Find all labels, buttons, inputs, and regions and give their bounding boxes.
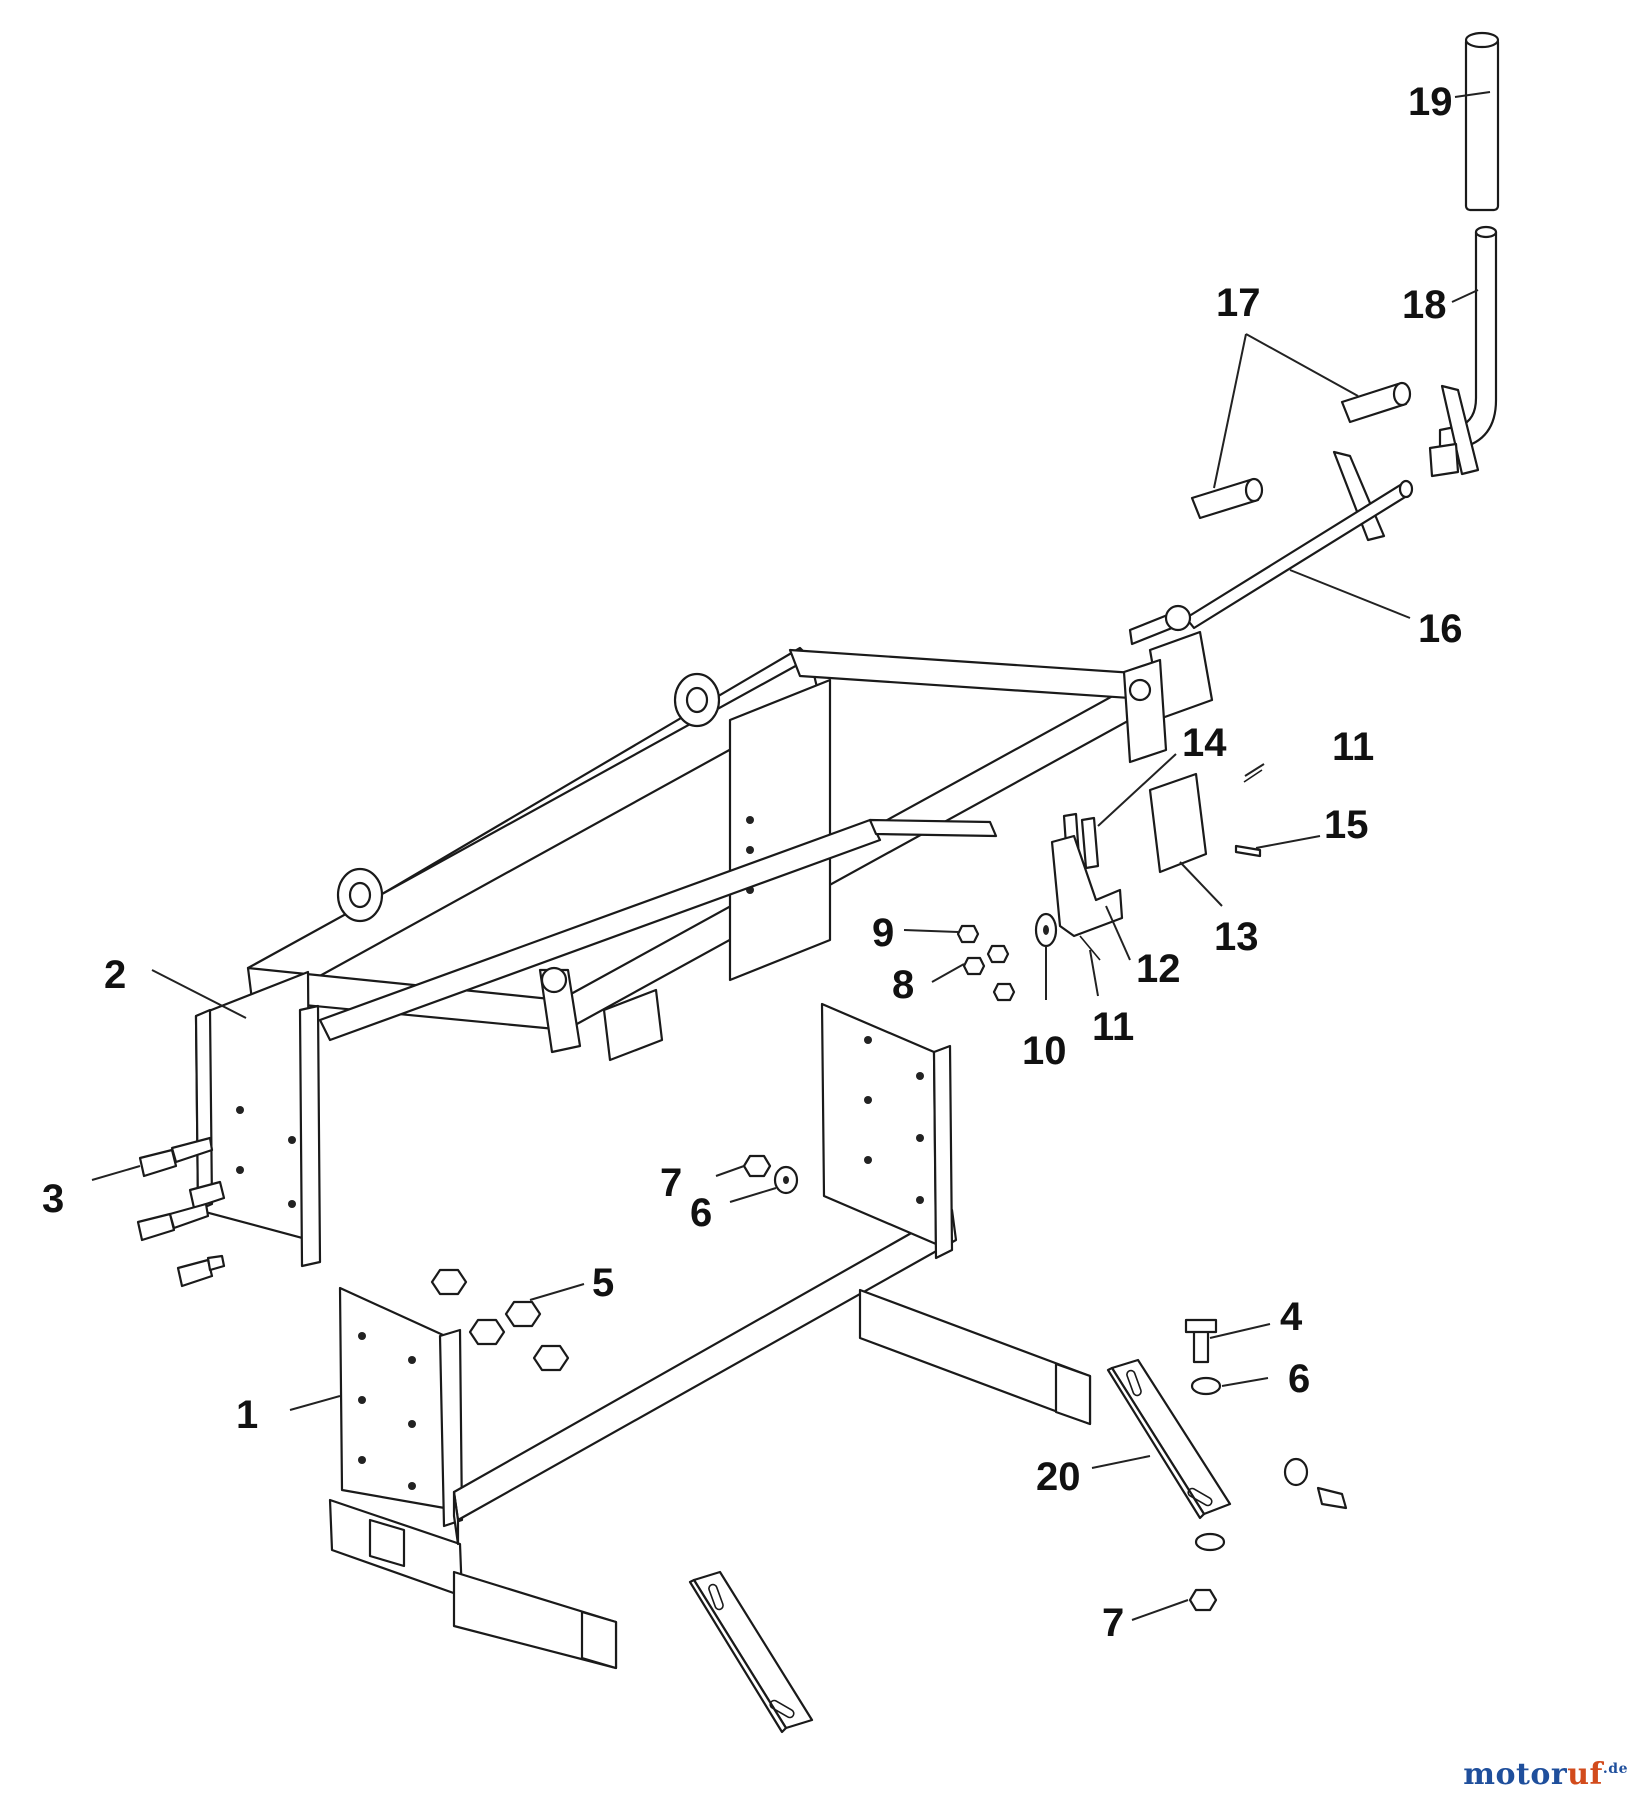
handle-bracket — [1428, 384, 1480, 478]
callout-11: 11 — [1332, 725, 1374, 769]
callout-7-b: 7 — [1102, 1601, 1124, 1645]
callout-5: 5 — [592, 1261, 614, 1305]
callout-9: 9 — [872, 911, 894, 955]
part-20-braces — [688, 1358, 1232, 1734]
hardware — [430, 769, 1348, 1612]
part-1-stand — [328, 1002, 1092, 1670]
part-16-shaft — [1184, 479, 1414, 630]
callout-14: 14 — [1182, 721, 1227, 765]
callout-13: 13 — [1214, 915, 1259, 959]
callout-12: 12 — [1136, 947, 1181, 991]
callout-1: 1 — [236, 1393, 258, 1437]
watermark-suffix: .de — [1602, 1761, 1628, 1777]
watermark-brand-a: motor — [1463, 1757, 1568, 1792]
part-19-handle-grip — [1464, 31, 1500, 212]
callout-17: 17 — [1216, 281, 1261, 325]
callout-3: 3 — [42, 1177, 64, 1221]
callout-16: 16 — [1418, 607, 1463, 651]
leader-lines — [91, 91, 1491, 1621]
callout-20: 20 — [1036, 1455, 1081, 1499]
callout-19: 19 — [1408, 80, 1453, 124]
callout-8: 8 — [892, 963, 914, 1007]
callout-7: 7 — [660, 1161, 682, 1205]
upper-frame — [246, 604, 1214, 1062]
part-17-pins — [1190, 381, 1412, 520]
callout-6-b: 6 — [1288, 1357, 1310, 1401]
callout-15: 15 — [1324, 803, 1369, 847]
callout-10: 10 — [1022, 1029, 1067, 1073]
callout-18: 18 — [1402, 283, 1447, 327]
callout-2: 2 — [104, 953, 126, 997]
callout-11-b: 11 — [1092, 1005, 1134, 1049]
part-2-side-plate — [194, 970, 322, 1268]
callout-4: 4 — [1280, 1295, 1303, 1339]
watermark-logo: motoruf.de — [1463, 1757, 1628, 1792]
callout-labels: 19 18 17 16 14 11 15 13 12 11 10 9 8 2 3… — [42, 80, 1463, 1645]
callout-6: 6 — [690, 1191, 712, 1235]
part-3-bolts — [136, 1136, 226, 1288]
watermark-brand-b: uf — [1567, 1757, 1603, 1792]
